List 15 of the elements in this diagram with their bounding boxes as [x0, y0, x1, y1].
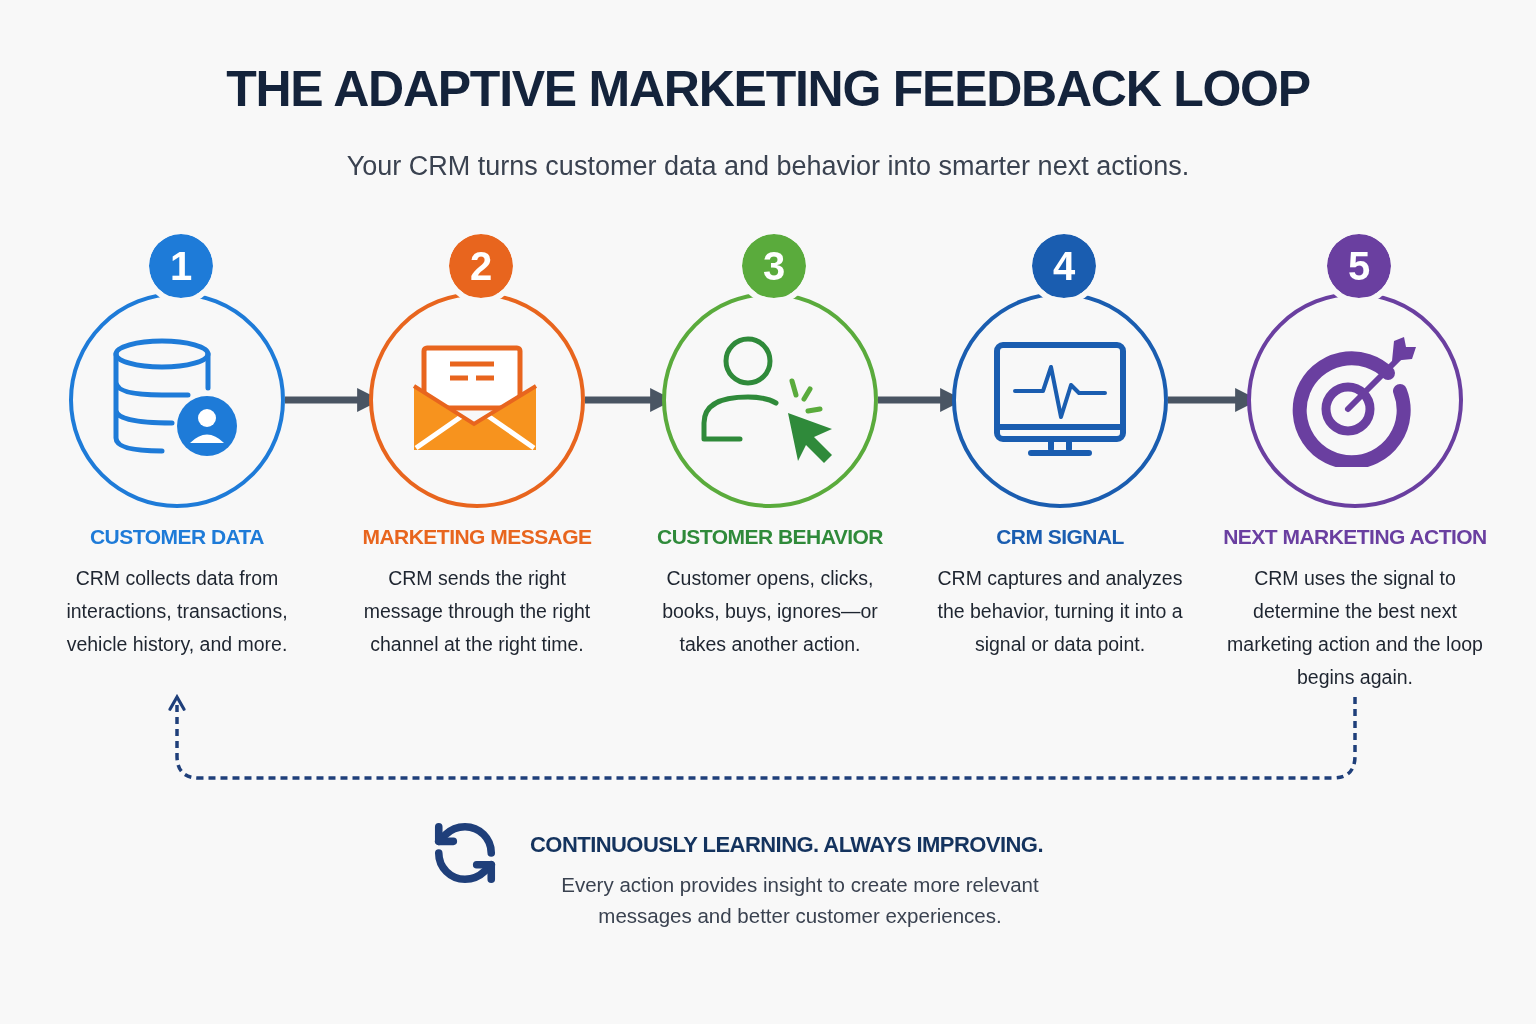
step-description: CRM collects data from interactions, transactions, vehicle history, and more. — [65, 566, 289, 658]
step-heading: MARKETING MESSAGE — [362, 524, 592, 550]
footer-heading: CONTINUOUSLY LEARNING. ALWAYS IMPROVING. — [530, 831, 1043, 859]
step-description: Customer opens, clicks, books, buys, ignores—or takes another action. — [661, 566, 879, 658]
dashed-loop-arrow — [168, 695, 1357, 780]
step-heading: CUSTOMER BEHAVIOR — [657, 524, 883, 550]
subtitle: Your CRM turns customer data and behavior into smarter next actions. — [346, 150, 1190, 183]
step-description: CRM sends the right message through the right channel at the right time. — [362, 566, 592, 658]
step-heading: NEXT MARKETING ACTION — [1223, 524, 1487, 550]
title: THE ADAPTIVE MARKETING FEEDBACK LOOP — [226, 64, 1310, 114]
footer-description: Every action provides insight to create more relevant messages and better customer experiences. — [560, 872, 1040, 929]
step-heading: CUSTOMER DATA — [90, 524, 264, 550]
step-heading: CRM SIGNAL — [996, 524, 1124, 550]
step-description: CRM captures and analyzes the behavior, turning it into a signal or data point. — [936, 566, 1184, 658]
step-description: CRM uses the signal to determine the best next marketing action and the loop begins again. — [1226, 566, 1484, 691]
